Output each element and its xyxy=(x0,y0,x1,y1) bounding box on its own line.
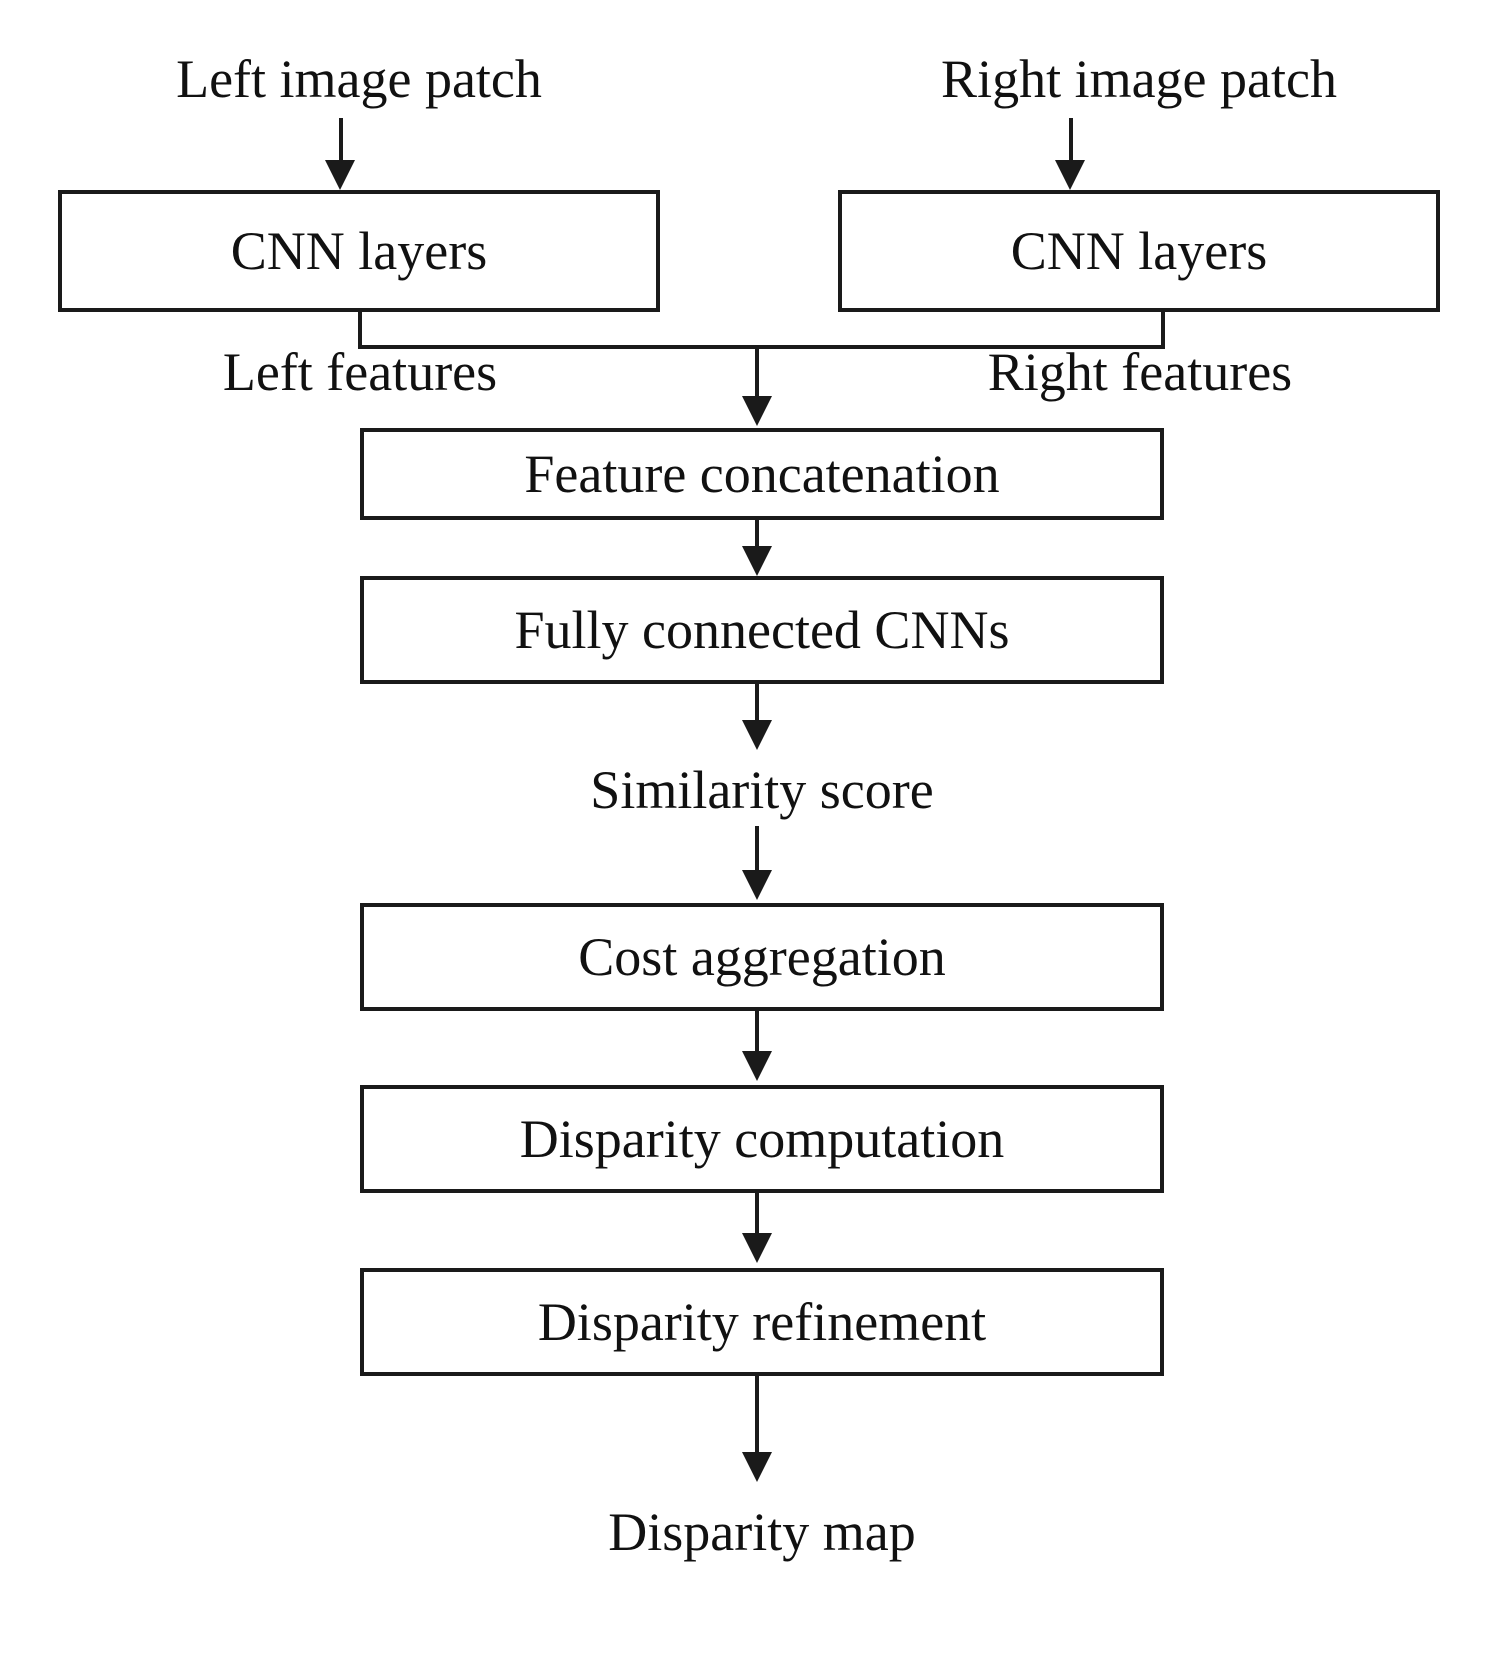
node-disparity-computation[interactable]: Disparity computation xyxy=(360,1085,1164,1193)
node-left-cnn-layers[interactable]: CNN layers xyxy=(58,190,660,312)
input-label-right-image-patch: Right image patch xyxy=(941,49,1337,109)
node-left-cnn-layers-label: CNN layers xyxy=(230,221,488,281)
arrow-cost-to-disparity-computation-stem xyxy=(755,1011,759,1055)
node-disparity-computation-label: Disparity computation xyxy=(519,1109,1005,1169)
node-right-cnn-layers[interactable]: CNN layers xyxy=(838,190,1440,312)
arrow-merge-to-concatenation-stem xyxy=(755,345,759,399)
arrow-left-input-to-cnn-stem xyxy=(339,118,343,164)
connector-feature-merge-bar xyxy=(358,345,1165,349)
edge-label-left-features: Left features xyxy=(222,342,498,402)
arrow-merge-to-concatenation-head xyxy=(742,396,772,426)
arrow-left-input-to-cnn-head xyxy=(325,160,355,190)
node-fully-connected-cnns[interactable]: Fully connected CNNs xyxy=(360,576,1164,684)
input-label-left-image-patch: Left image patch xyxy=(176,49,542,109)
node-cost-aggregation-label: Cost aggregation xyxy=(578,927,946,987)
node-cost-aggregation[interactable]: Cost aggregation xyxy=(360,903,1164,1011)
node-right-cnn-layers-label: CNN layers xyxy=(1010,221,1268,281)
node-feature-concatenation-label: Feature concatenation xyxy=(524,444,1000,504)
arrow-concatenation-to-fc-head xyxy=(742,546,772,576)
arrow-similarity-to-cost-head xyxy=(742,870,772,900)
arrow-similarity-to-cost-stem xyxy=(755,826,759,874)
arrow-fc-to-similarity-stem xyxy=(755,684,759,724)
output-label-disparity-map: Disparity map xyxy=(608,1502,916,1562)
arrow-right-input-to-cnn-head xyxy=(1055,160,1085,190)
node-fully-connected-cnns-label: Fully connected CNNs xyxy=(514,600,1010,660)
arrow-right-input-to-cnn-stem xyxy=(1069,118,1073,164)
node-disparity-refinement-label: Disparity refinement xyxy=(537,1292,987,1352)
arrow-cost-to-disparity-computation-head xyxy=(742,1051,772,1081)
edge-label-right-features: Right features xyxy=(987,342,1293,402)
arrow-refinement-to-output-head xyxy=(742,1452,772,1482)
edge-label-similarity-score: Similarity score xyxy=(590,760,934,820)
arrow-disparity-computation-to-refinement-stem xyxy=(755,1193,759,1237)
arrow-fc-to-similarity-head xyxy=(742,720,772,750)
node-disparity-refinement[interactable]: Disparity refinement xyxy=(360,1268,1164,1376)
arrow-concatenation-to-fc-stem xyxy=(755,520,759,550)
node-feature-concatenation[interactable]: Feature concatenation xyxy=(360,428,1164,520)
connector-left-features-drop xyxy=(358,310,362,349)
connector-right-features-drop xyxy=(1161,310,1165,349)
arrow-refinement-to-output-stem xyxy=(755,1376,759,1456)
arrow-disparity-computation-to-refinement-head xyxy=(742,1233,772,1263)
